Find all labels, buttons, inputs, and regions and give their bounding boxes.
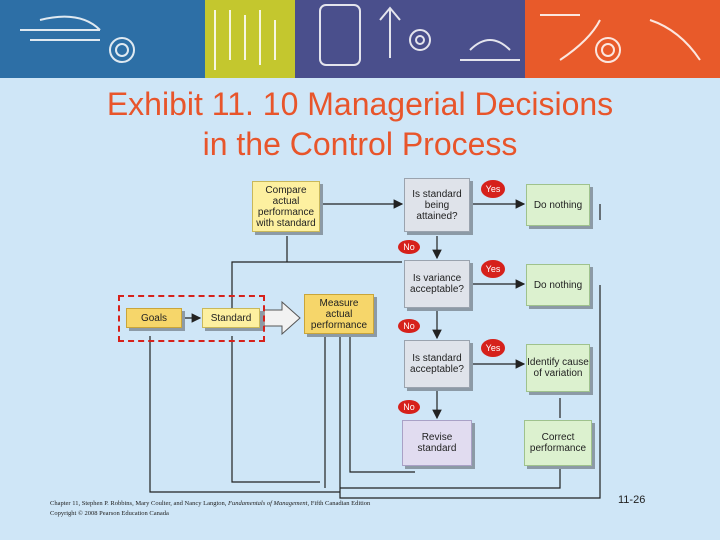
- correct-performance-box: Correct performance: [524, 420, 592, 466]
- title-line-1: Exhibit 11. 10 Managerial Decisions: [106, 86, 614, 122]
- citation-edition: , Fifth Canadian Edition: [307, 500, 371, 507]
- measure-box: Measure actual performance: [304, 294, 374, 334]
- decision-standard-acceptable: Is standard acceptable?: [404, 340, 470, 388]
- identify-cause-box: Identify cause of variation: [526, 344, 590, 392]
- goals-box: Goals: [126, 308, 182, 328]
- decision-standard-attained: Is standard being attained?: [404, 178, 470, 232]
- no-badge-3: No: [398, 400, 420, 414]
- citation-line-2: Copyright © 2008 Pearson Education Canad…: [50, 510, 169, 517]
- banner-ornaments: [20, 4, 701, 70]
- citation-line-1: Chapter 11, Stephen P. Robbins, Mary Cou…: [50, 499, 370, 509]
- goals-standard-group: [118, 295, 265, 342]
- revise-standard-box: Revise standard: [402, 420, 472, 466]
- banner-orange-panel: [525, 0, 720, 78]
- yes-badge-3: Yes: [481, 339, 505, 357]
- no-badge-2: No: [398, 319, 420, 333]
- banner-yellow-panel: [205, 0, 295, 78]
- title-line-2: in the Control Process: [202, 126, 518, 162]
- compare-box: Compare actual performance with standard: [252, 181, 320, 232]
- yes-badge-2: Yes: [481, 260, 505, 278]
- standard-box: Standard: [202, 308, 260, 328]
- decision-variance-acceptable: Is variance acceptable?: [404, 260, 470, 308]
- do-nothing-box-1: Do nothing: [526, 184, 590, 226]
- citation-authors: Chapter 11, Stephen P. Robbins, Mary Cou…: [50, 500, 229, 507]
- citation-book-title: Fundamentals of Management: [228, 500, 308, 507]
- page-number: 11-26: [618, 494, 646, 506]
- do-nothing-box-2: Do nothing: [526, 264, 590, 306]
- decorative-banner: [0, 0, 720, 78]
- citation-footer: Chapter 11, Stephen P. Robbins, Mary Cou…: [50, 499, 370, 519]
- page-title: Exhibit 11. 10 Managerial Decisions in t…: [40, 84, 680, 164]
- no-badge-1: No: [398, 240, 420, 254]
- yes-badge-1: Yes: [481, 180, 505, 198]
